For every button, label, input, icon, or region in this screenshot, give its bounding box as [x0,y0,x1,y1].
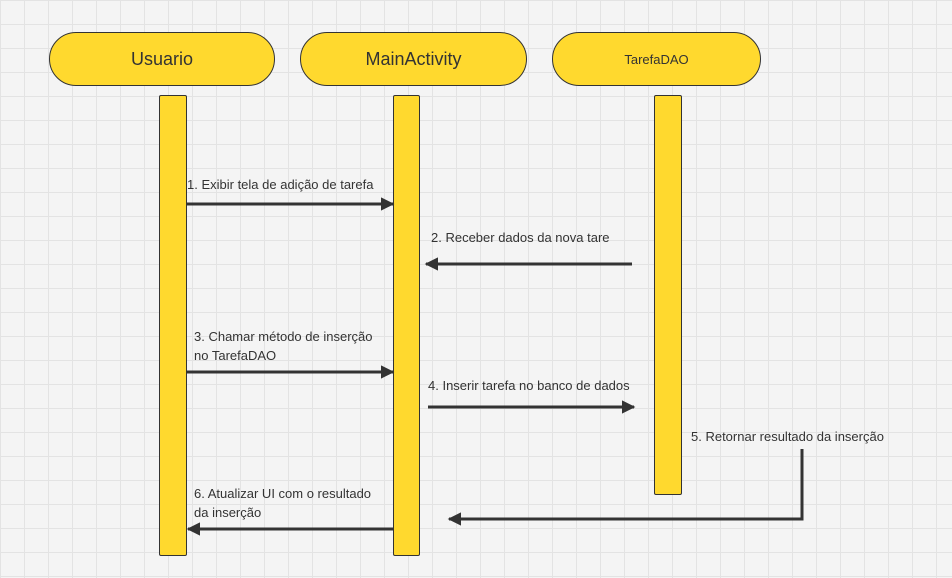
message-4-label: 4. Inserir tarefa no banco de dados [428,378,630,393]
message-6-label-line2: da inserção [194,505,262,520]
actor-mainactivity-label: MainActivity [365,48,462,69]
lifeline-usuario[interactable] [159,95,187,556]
actor-usuario-label: Usuario [130,48,194,69]
message-5-label: 5. Retornar resultado da inserção [691,429,884,444]
message-6-label: 6. Atualizar UI com o resultado da inser… [194,484,371,522]
actor-tarefadao-label: TarefaDAO [624,51,689,67]
message-3-label: 3. Chamar método de inserção no TarefaDA… [194,327,372,365]
message-6-label-line1: 6. Atualizar UI com o resultado [194,486,372,501]
lifeline-tarefadao[interactable] [654,95,682,495]
message-1-label: 1. Exibir tela de adição de tarefa [187,177,374,192]
lifeline-mainactivity[interactable] [393,95,420,556]
actor-tarefadao[interactable]: TarefaDAO [552,32,761,86]
actor-mainactivity[interactable]: MainActivity [300,32,527,86]
message-5-arrow[interactable] [447,449,804,526]
actor-usuario[interactable]: Usuario [49,32,275,86]
message-2-label: 2. Receber dados da nova tare [431,230,610,245]
message-3-label-line1: 3. Chamar método de inserção [194,329,373,344]
message-3-label-line2: no TarefaDAO [194,348,277,363]
